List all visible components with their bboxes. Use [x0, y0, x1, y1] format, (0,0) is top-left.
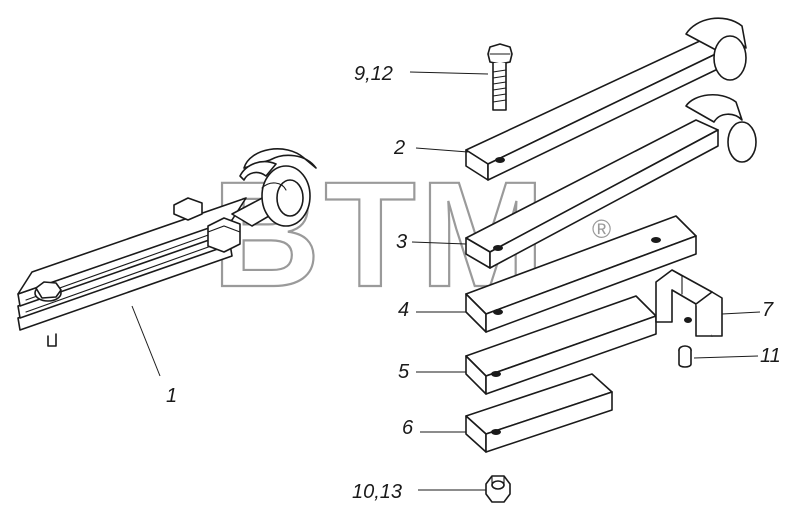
small-bolt-part: [678, 345, 692, 368]
u-clip-part: [655, 269, 723, 337]
nut-part: [485, 475, 511, 503]
leader-lines: [131, 71, 761, 491]
callout-3: 3: [396, 231, 407, 253]
callout-4: 4: [398, 299, 409, 321]
second-leaf-part: [465, 94, 757, 269]
bolt-part: [487, 43, 513, 111]
watermark-registered-mark: ®: [592, 214, 611, 244]
callout-1: 1: [166, 385, 177, 407]
callout-11: 11: [760, 345, 781, 367]
callout-5: 5: [398, 361, 410, 383]
leaf-6-part: [465, 373, 613, 453]
callout-labels: 1 2 3 4 5 6 7 9,12 10,13 11: [166, 63, 781, 503]
callout-10-13: 10,13: [352, 481, 402, 503]
main-leaf-part: [465, 17, 747, 181]
callout-9-12: 9,12: [354, 63, 393, 85]
callout-6: 6: [402, 417, 414, 439]
leaf-5-part: [465, 295, 657, 395]
callout-7: 7: [762, 299, 774, 321]
leaf-4-part: [465, 215, 697, 333]
callout-2: 2: [393, 137, 405, 159]
leaf-spring-assembly: [17, 148, 317, 347]
